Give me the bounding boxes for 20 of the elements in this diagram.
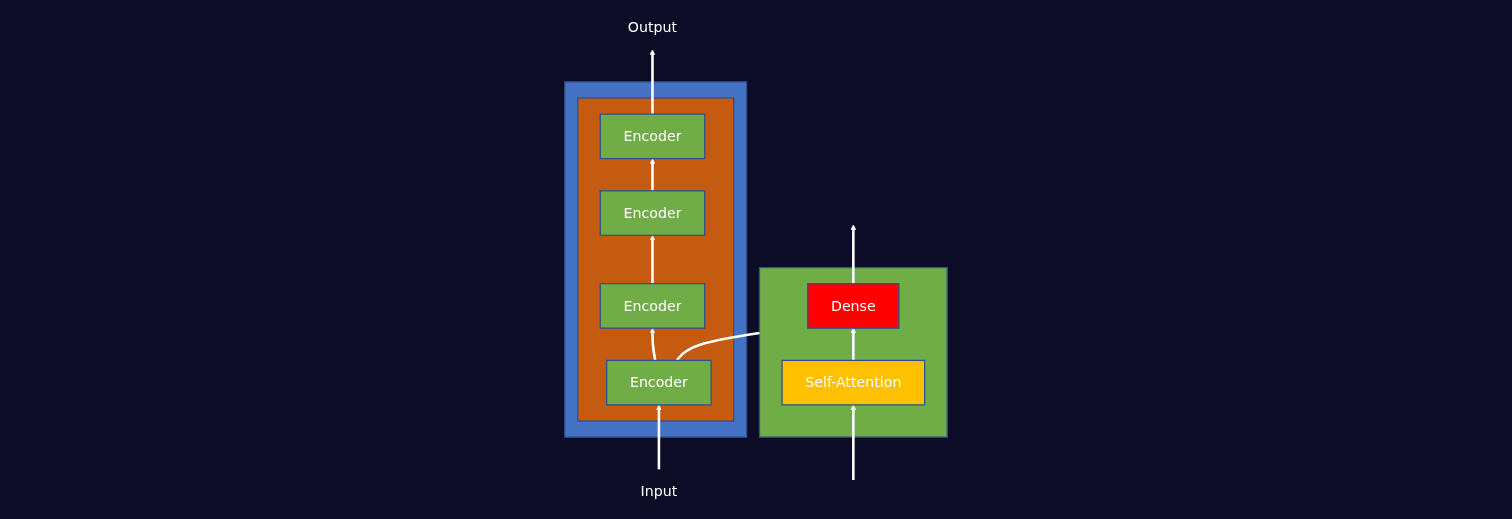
- connector: [675, 331, 760, 362]
- arrow: [850, 224, 857, 284]
- arrow: [850, 404, 857, 480]
- node-box: Encoder: [599, 113, 706, 160]
- arrow: [649, 235, 656, 284]
- node-text: Input: [640, 483, 678, 500]
- cluster: [577, 97, 735, 422]
- node-box: Self-Attention: [781, 359, 926, 406]
- arrow: [649, 49, 656, 115]
- arrow: [649, 158, 656, 191]
- arrow: [850, 327, 857, 361]
- cluster: [758, 266, 948, 438]
- cluster: [564, 81, 748, 438]
- arrow: [656, 404, 662, 470]
- node-box: Encoder: [599, 190, 706, 236]
- node-box: Encoder: [606, 359, 712, 406]
- node-box: Dense: [807, 283, 900, 329]
- node-box: Encoder: [599, 283, 706, 329]
- node-text: Output: [627, 19, 678, 36]
- arrow: [649, 327, 657, 361]
